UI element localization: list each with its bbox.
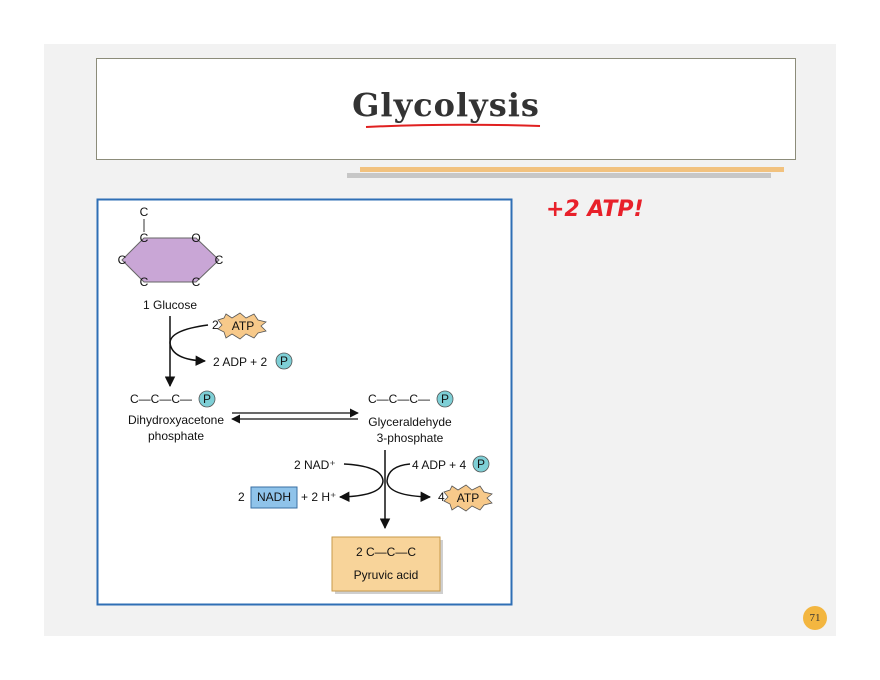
glucose-ring <box>121 237 220 283</box>
glucose-atom-c-left: C <box>118 253 127 267</box>
step1-atp-burst <box>217 312 267 340</box>
glucose-atom-top-c: C <box>140 205 149 219</box>
step2-nadh-box <box>250 486 298 509</box>
step2-nad: 2 NAD⁺ <box>294 458 336 472</box>
g3p-name-line2: 3-phosphate <box>377 431 444 445</box>
page-number-badge: 71 <box>803 606 827 630</box>
glucose-atom-c-bl: C <box>140 275 149 289</box>
step1-atp-count: 2 <box>212 318 219 332</box>
step2-atp-count: 4 <box>438 490 445 504</box>
step1-adp-text: 2 ADP + 2 <box>213 355 267 369</box>
dhap-phosphate-icon <box>198 390 216 408</box>
dhap-name-line2: phosphate <box>148 429 204 443</box>
title-underline <box>365 123 541 128</box>
g3p-phosphate-label: P <box>441 392 449 406</box>
dhap-chain: C—C—C— <box>130 392 192 406</box>
arrow-adp-to-atp <box>386 463 432 503</box>
step1-phosphate-label: P <box>280 354 288 368</box>
step2-atp-burst <box>443 484 493 512</box>
g3p-phosphate-icon <box>436 390 454 408</box>
glucose-atom-c-right: C <box>215 253 224 267</box>
decorative-bar-gray <box>347 173 771 178</box>
title-box <box>96 58 796 160</box>
glucose-atom-o: O <box>191 231 200 245</box>
g3p-chain: C—C—C— <box>368 392 430 406</box>
dhap-name-line1: Dihydroxyacetone <box>128 413 224 427</box>
step2-adp: 4 ADP + 4 <box>412 458 466 472</box>
arrow-nad-to-nadh <box>338 463 384 503</box>
pyruvate-name: Pyruvic acid <box>354 568 419 582</box>
glucose-label: 1 Glucose <box>143 298 197 312</box>
glucose-molecule: C C O C C C C <box>118 205 224 289</box>
step1-atp-label: ATP <box>232 319 254 333</box>
step2-phosphate-icon <box>472 455 490 473</box>
step2-nadh-count: 2 <box>238 490 245 504</box>
step2-atp-label: ATP <box>457 491 479 505</box>
slide-title: Glycolysis <box>352 86 540 124</box>
glucose-atom-c-br: C <box>192 275 201 289</box>
pyruvate-box <box>331 536 441 592</box>
step2-h-text: + 2 H⁺ <box>301 490 336 504</box>
atp-annotation: +2 ATP! <box>546 197 644 222</box>
glucose-atom-c1: C <box>140 231 149 245</box>
step2-nadh-label: NADH <box>257 490 291 504</box>
step2-phosphate-label: P <box>477 457 485 471</box>
arrow-atp-consumed <box>169 324 209 366</box>
pyruvate-formula: 2 C—C—C <box>356 545 416 559</box>
dhap-phosphate-label: P <box>203 392 211 406</box>
decorative-bar-orange <box>360 167 784 172</box>
g3p-name-line1: Glyceraldehyde <box>368 415 452 429</box>
step1-phosphate-icon <box>275 352 293 370</box>
